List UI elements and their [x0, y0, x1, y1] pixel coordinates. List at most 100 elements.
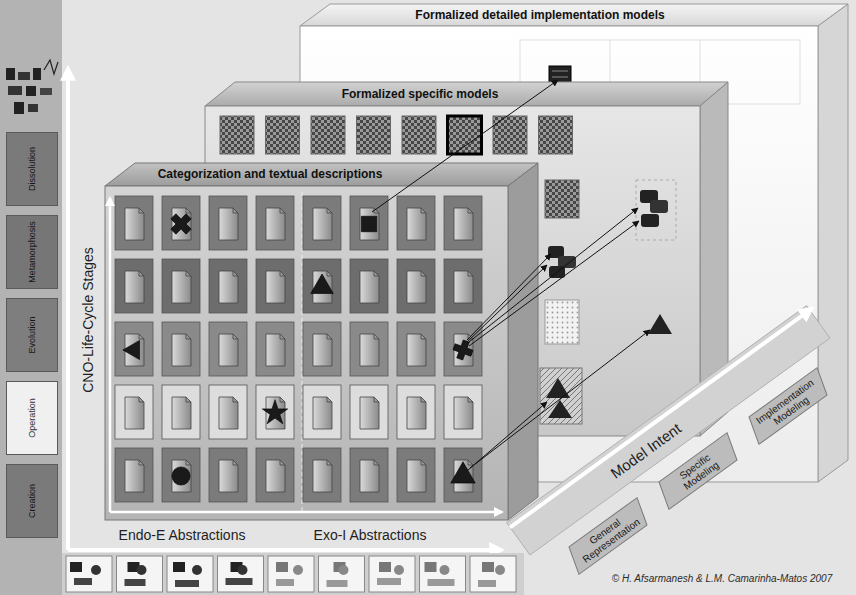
- cell-ground: [162, 196, 200, 250]
- stage-label: Evolution: [27, 316, 38, 353]
- rect-shape: [14, 102, 24, 114]
- rect-shape: [636, 180, 676, 240]
- grid-cell: [209, 322, 247, 376]
- document-fold: [374, 460, 379, 465]
- document-icon: [454, 208, 473, 240]
- icon-glyph: [394, 565, 404, 575]
- polygon-shape: [300, 4, 848, 26]
- cell-ground: [303, 322, 341, 376]
- cell-ground: [115, 196, 153, 250]
- mapping-arrow: [466, 265, 547, 343]
- icon-glyph: [327, 580, 348, 587]
- cell-ground: [115, 259, 153, 313]
- cell-ground: [444, 259, 482, 313]
- icon-glyph: [125, 579, 146, 586]
- stage-label: Metamorphosis: [27, 221, 38, 283]
- rect-shape: [357, 116, 391, 154]
- document-icon: [125, 460, 144, 492]
- document-fold: [421, 271, 426, 276]
- grid-cell: [350, 259, 388, 313]
- axis-arrow: [68, 548, 502, 552]
- cell-ground: [303, 196, 341, 250]
- document-icon: [360, 397, 379, 429]
- path-shape: [548, 400, 572, 418]
- document-icon: [125, 397, 144, 429]
- icon-glyph: [379, 562, 391, 572]
- document-fold: [374, 334, 379, 339]
- icon-glyph: [428, 579, 455, 586]
- model-marker: [451, 462, 476, 483]
- cell-ground: [303, 259, 341, 313]
- icon-glyph: [425, 562, 437, 572]
- document-fold: [233, 460, 238, 465]
- document-icon: [172, 460, 191, 492]
- model-marker: [311, 274, 334, 294]
- grid-cell: [256, 322, 294, 376]
- cell-ground: [115, 322, 153, 376]
- document-icon: [219, 271, 238, 303]
- rect-shape: [33, 68, 41, 80]
- axis-label: Exo-I Abstractions: [314, 527, 427, 544]
- cell-ground: [256, 196, 294, 250]
- model-marker: [172, 467, 190, 485]
- rect-shape: [641, 214, 659, 227]
- document-fold: [280, 208, 285, 213]
- document-icon: [407, 460, 426, 492]
- grid-cell: [256, 448, 294, 502]
- rect-shape: [545, 180, 579, 218]
- document-fold: [280, 397, 285, 402]
- document-fold: [374, 397, 379, 402]
- document-fold: [468, 397, 473, 402]
- cell-ground: [397, 322, 435, 376]
- axis-arrow: [66, 68, 70, 550]
- parallelogram-shape: [562, 498, 653, 575]
- icon-glyph: [91, 565, 101, 575]
- axis-title: CNO-Life-Cycle Stages: [80, 247, 97, 393]
- icon-strip: [62, 553, 524, 595]
- grid-cell: [256, 385, 294, 439]
- grid-cell: [162, 259, 200, 313]
- icon-glyph: [440, 565, 450, 575]
- rect-shape: [539, 116, 573, 154]
- mapping-arrows: [372, 80, 650, 470]
- line-shape: [552, 77, 568, 78]
- grid-cell: [444, 448, 482, 502]
- path-shape: [648, 314, 672, 334]
- polygon-shape: [205, 82, 728, 106]
- model-marker: [451, 338, 475, 362]
- panel-heading: Formalized specific models: [342, 87, 499, 101]
- grid-cell: [256, 259, 294, 313]
- cell-ground: [444, 196, 482, 250]
- grid-cell: [115, 385, 153, 439]
- document-icon: [266, 208, 285, 240]
- cell-ground: [350, 385, 388, 439]
- document-fold: [327, 334, 332, 339]
- document-fold: [186, 397, 191, 402]
- document-icon: [172, 334, 191, 366]
- cell-ground: [397, 385, 435, 439]
- icon-frame: [319, 556, 365, 592]
- mapping-arrow: [467, 254, 551, 340]
- cell-ground: [162, 385, 200, 439]
- icon-glyph: [478, 580, 496, 587]
- document-fold: [139, 397, 144, 402]
- grid-cell: [397, 448, 435, 502]
- document-icon: [360, 334, 379, 366]
- document-fold: [139, 208, 144, 213]
- document-fold: [468, 460, 473, 465]
- document-icon: [219, 208, 238, 240]
- line-shape: [302, 192, 303, 512]
- cell-ground: [209, 448, 247, 502]
- document-icon: [454, 271, 473, 303]
- grid-cell: [444, 259, 482, 313]
- cell-ground: [350, 448, 388, 502]
- grid-cell: [350, 385, 388, 439]
- grid-cell: [162, 385, 200, 439]
- path-shape: [44, 60, 58, 74]
- grid-cell: [162, 196, 200, 250]
- icon-glyph: [339, 565, 349, 575]
- rect-shape: [266, 116, 300, 154]
- grid-cell: [209, 259, 247, 313]
- icon-glyph: [276, 562, 288, 572]
- document-icon: [125, 271, 144, 303]
